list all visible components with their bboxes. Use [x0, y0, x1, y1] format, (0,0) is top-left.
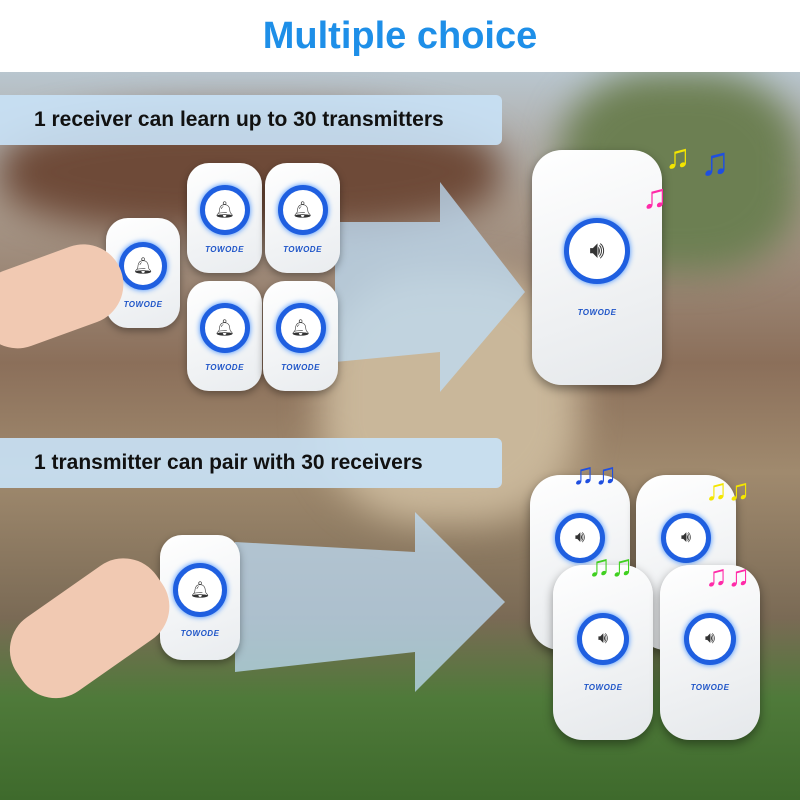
brand-label: TOWODE — [690, 683, 730, 692]
brand-label: TOWODE — [205, 363, 244, 372]
transmitter: 🔔︎ TOWODE — [263, 281, 338, 391]
receiver: 🔊︎ TOWODE — [553, 565, 653, 740]
brand-label: TOWODE — [281, 363, 320, 372]
speaker-icon: 🔊︎ — [564, 218, 630, 284]
bell-icon: 🔔︎ — [199, 303, 250, 353]
brand-label: TOWODE — [283, 245, 322, 254]
banner-receiver: 1 receiver can learn up to 30 transmitte… — [0, 95, 502, 145]
transmitter: 🔔︎ TOWODE — [265, 163, 340, 273]
brand-label: TOWODE — [123, 300, 163, 309]
bell-icon: 🔔︎ — [173, 563, 227, 617]
arrow-top — [335, 182, 525, 392]
house-background: 1 receiver can learn up to 30 transmitte… — [0, 72, 800, 800]
brand-label: TOWODE — [577, 308, 617, 317]
music-note-icon: ♫ — [642, 178, 668, 216]
receiver: 🔊︎ TOWODE — [660, 565, 760, 740]
music-note-icon: ♫ — [700, 140, 730, 184]
title-bar: Multiple choice — [0, 0, 800, 72]
bell-icon: 🔔︎ — [199, 185, 250, 235]
transmitter: 🔔︎ TOWODE — [160, 535, 240, 660]
transmitter: 🔔︎ TOWODE — [187, 163, 262, 273]
page-title: Multiple choice — [262, 14, 538, 57]
banner-transmitter: 1 transmitter can pair with 30 receivers — [0, 438, 502, 488]
brand-label: TOWODE — [205, 245, 244, 254]
speaker-icon: 🔊︎ — [555, 513, 605, 563]
bell-icon: 🔔︎ — [277, 185, 328, 235]
music-note-icon: ♫ — [665, 138, 691, 176]
arrows — [235, 182, 525, 692]
bell-icon: 🔔︎ — [275, 303, 326, 353]
bell-icon: 🔔︎ — [119, 242, 167, 290]
music-note-icon: ♫♫ — [705, 560, 750, 593]
transmitter: 🔔︎ TOWODE — [187, 281, 262, 391]
brand-label: TOWODE — [583, 683, 623, 692]
speaker-icon: 🔊︎ — [661, 513, 711, 563]
arrow-bottom — [235, 512, 505, 692]
receiver: 🔊︎ TOWODE — [532, 150, 662, 385]
brand-label: TOWODE — [180, 629, 220, 638]
music-note-icon: ♫♫ — [588, 550, 633, 583]
music-note-icon: ♫♫ — [705, 474, 750, 507]
speaker-icon: 🔊︎ — [684, 613, 736, 665]
music-note-icon: ♫♫ — [572, 458, 617, 491]
transmitter: 🔔︎ TOWODE — [106, 218, 180, 328]
speaker-icon: 🔊︎ — [577, 613, 629, 665]
